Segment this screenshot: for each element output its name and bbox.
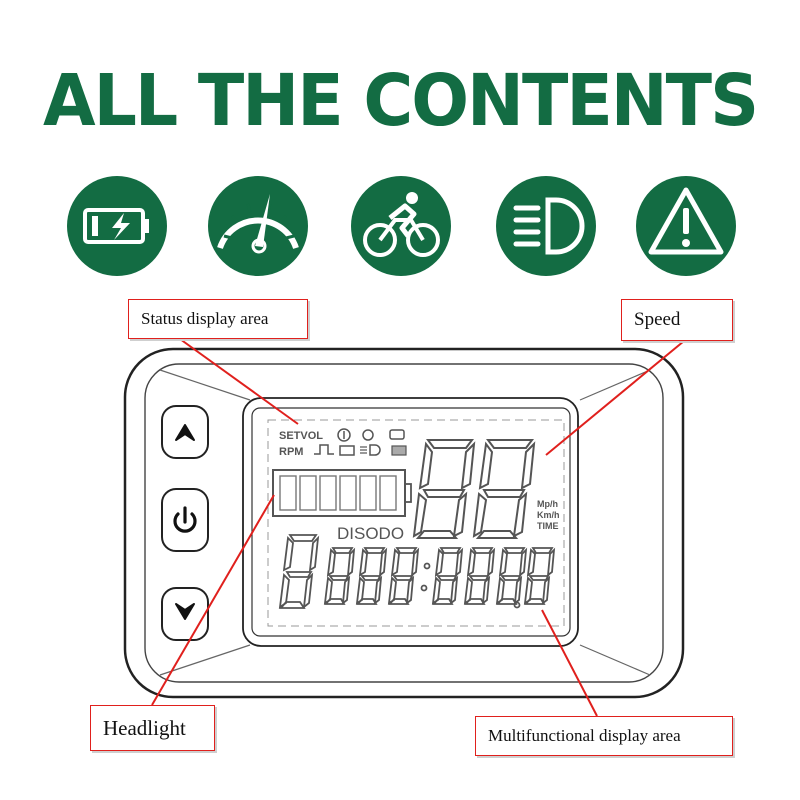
multifunctional-display-area-label: Multifunctional display area — [475, 716, 733, 756]
brake-icon — [337, 428, 351, 442]
battery-small-icon — [339, 445, 355, 456]
chevron-up-icon — [175, 424, 195, 441]
speed-label: Speed — [621, 299, 733, 341]
headlight-small-icon — [360, 444, 381, 456]
warning-icon — [636, 176, 736, 276]
up-button[interactable] — [161, 405, 209, 459]
multi-digit — [278, 534, 320, 610]
page-title: ALL THE CONTENTS — [42, 60, 759, 143]
multifunction-digits — [278, 534, 556, 610]
multi-digit — [355, 547, 388, 605]
motor-icon — [389, 429, 405, 440]
headlight-callout-line — [151, 494, 275, 706]
headlight-icon — [496, 176, 596, 276]
walk-assist-icon — [391, 445, 407, 456]
feature-icon-row — [67, 176, 736, 276]
status-display-area-label: Status display area — [128, 299, 308, 339]
unit-time: TIME — [537, 521, 559, 531]
speed-callout-line — [545, 340, 685, 456]
unit-kmh: Km/h — [537, 510, 560, 520]
battery-icon — [67, 176, 167, 276]
speed-digits — [412, 439, 536, 539]
speed-digit — [472, 439, 536, 539]
headlight-label: Headlight — [90, 705, 215, 751]
down-button[interactable] — [161, 587, 209, 641]
multi-digit — [431, 547, 464, 605]
cyclist-icon — [351, 176, 451, 276]
speed-digit — [412, 439, 476, 539]
multi-digit — [463, 547, 496, 605]
cruise-icon — [362, 429, 374, 441]
disodo-label: DISODO — [337, 524, 404, 543]
power-button[interactable] — [161, 488, 209, 552]
multi-callout-line — [541, 609, 598, 717]
status-indicators: SETVOL RPM — [279, 428, 407, 458]
battery-gauge — [272, 469, 412, 517]
unit-mph: Mp/h — [537, 499, 558, 509]
speedometer-icon — [208, 176, 308, 276]
multi-digit — [323, 547, 356, 605]
power-icon — [173, 506, 197, 533]
setvol-label: SETVOL — [279, 430, 323, 442]
multi-digit — [387, 547, 420, 605]
chevron-down-icon — [175, 603, 195, 620]
status-callout-line — [179, 338, 299, 425]
multi-digit — [523, 547, 556, 605]
pulse-icon — [314, 444, 334, 455]
rpm-label: RPM — [279, 446, 303, 458]
